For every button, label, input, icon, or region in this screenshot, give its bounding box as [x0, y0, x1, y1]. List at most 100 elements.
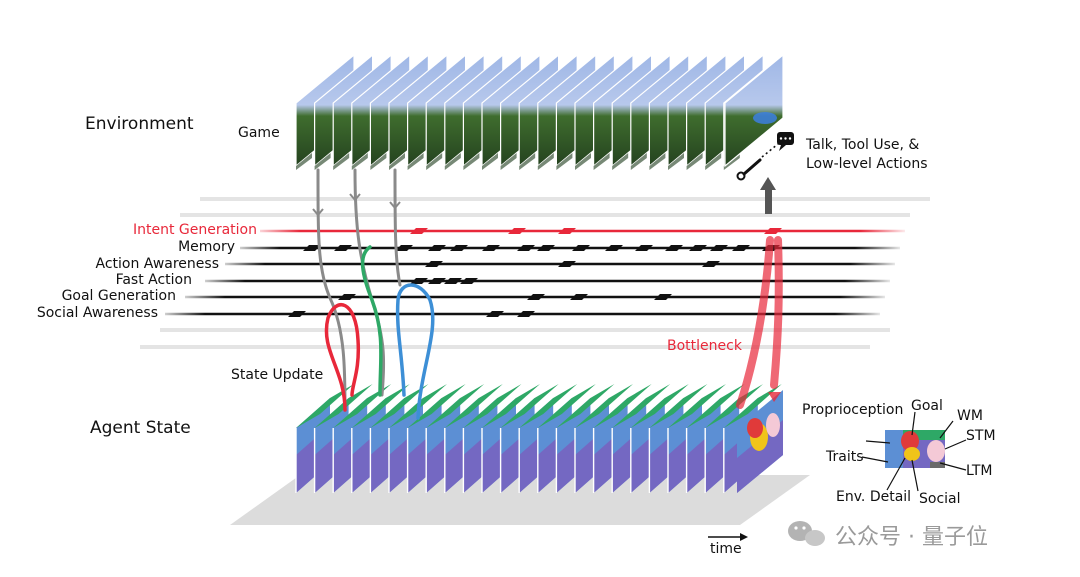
track-event-mark	[654, 294, 672, 300]
bottleneck-arrow-up	[736, 236, 774, 409]
bottleneck-arrow-head	[768, 392, 781, 402]
process-label-goal-generation: Goal Generation	[61, 288, 176, 304]
action-arrow-shaft	[765, 188, 772, 214]
track-event-mark	[338, 294, 356, 300]
track-event-mark	[764, 228, 782, 234]
actions-label: Talk, Tool Use, & Low-level Actions	[806, 136, 928, 174]
green-flow	[360, 245, 383, 397]
track-fade-right	[840, 294, 890, 300]
track-event-mark	[710, 245, 728, 251]
track-event-mark	[486, 311, 504, 317]
dotted-link	[761, 143, 779, 158]
track-event-mark	[425, 261, 443, 267]
legend-wm: WM	[957, 408, 983, 424]
track-event-mark	[428, 278, 446, 284]
gray-arrow-head	[349, 193, 361, 202]
track-fade-right	[855, 245, 905, 251]
track-fade-right	[835, 311, 885, 317]
process-label-memory: Memory	[178, 239, 235, 255]
track-event-mark	[460, 278, 478, 284]
misc-icons	[736, 132, 825, 546]
track-event-mark	[732, 245, 750, 251]
track-event-mark	[537, 245, 555, 251]
track-event-mark	[482, 245, 500, 251]
game-frames	[295, 53, 784, 170]
track-event-mark	[410, 278, 428, 284]
track-event-mark	[395, 245, 413, 251]
track-event-mark	[450, 245, 468, 251]
track-fade-left	[195, 278, 245, 284]
action-arrow-head	[760, 177, 776, 190]
wrench-icon	[736, 158, 762, 181]
track-event-mark	[570, 294, 588, 300]
track-fade-right	[850, 261, 900, 267]
bottleneck-label: Bottleneck	[667, 338, 742, 354]
gray-arrow-head	[312, 208, 324, 217]
bottleneck-arrow-down	[770, 236, 783, 389]
gray-flow-3	[393, 168, 402, 287]
legend-goal: Goal	[911, 398, 943, 414]
process-label-social-awareness: Social Awareness	[36, 305, 158, 321]
track-event-mark	[444, 278, 462, 284]
track-event-mark	[410, 228, 428, 234]
process-tracks	[140, 197, 930, 349]
track-event-mark	[303, 245, 321, 251]
track-event-mark	[558, 261, 576, 267]
legend-env-detail: Env. Detail	[836, 489, 912, 505]
state-front-pink	[766, 413, 780, 437]
wechat-icon	[788, 521, 825, 546]
track-fade-left	[175, 294, 225, 300]
state-front-red	[747, 418, 763, 438]
environment-label: Environment	[85, 114, 194, 134]
track-event-mark	[334, 245, 352, 251]
state-legend-cube	[861, 411, 967, 492]
track-fade-right	[860, 228, 910, 234]
agent-state-slices	[295, 384, 967, 493]
track-event-mark	[702, 261, 720, 267]
actions-line-2: Low-level Actions	[806, 156, 928, 172]
track-fade-right	[845, 278, 895, 284]
agent-state-label: Agent State	[90, 418, 191, 438]
track-fade-left	[215, 261, 265, 267]
state-front-purple	[737, 420, 783, 493]
track-event-mark	[665, 245, 683, 251]
red-flow	[324, 303, 361, 412]
track-event-mark	[517, 245, 535, 251]
legend-social: Social	[919, 491, 961, 507]
speech-bubble-icon	[777, 132, 794, 151]
legend-traits: Traits	[826, 449, 864, 465]
watermark-text: 公众号 · 量子位	[835, 525, 988, 550]
state-update-flows	[312, 168, 783, 420]
track-fade-left	[230, 245, 280, 251]
track-event-mark	[558, 228, 576, 234]
track-event-mark	[572, 245, 590, 251]
process-label-fast-action: Fast Action	[115, 272, 192, 288]
water-patch	[753, 112, 777, 124]
game-label: Game	[238, 125, 280, 141]
legend-ltm: LTM	[966, 463, 993, 479]
process-label-action-awareness: Action Awareness	[95, 256, 219, 272]
track-fade-left	[155, 311, 205, 317]
blue-flow	[395, 283, 435, 420]
track-fade-left	[250, 228, 300, 234]
track-event-mark	[508, 228, 526, 234]
process-label-intent-generation: Intent Generation	[132, 222, 257, 238]
time-label: time	[710, 541, 742, 557]
time-arrow-head	[740, 533, 748, 541]
track-event-mark	[428, 245, 446, 251]
track-event-mark	[288, 311, 306, 317]
track-event-mark	[527, 294, 545, 300]
actions-line-1: Talk, Tool Use, &	[806, 137, 920, 153]
track-event-mark	[635, 245, 653, 251]
track-event-mark	[605, 245, 623, 251]
gray-arrow-head	[389, 201, 401, 210]
state-update-label: State Update	[231, 367, 324, 383]
legend-stm: STM	[966, 428, 996, 444]
track-event-mark	[689, 245, 707, 251]
track-event-mark	[517, 311, 535, 317]
game-frame-front	[724, 53, 784, 168]
gray-flow-1	[316, 168, 347, 412]
legend-proprioception: Proprioception	[802, 402, 904, 418]
